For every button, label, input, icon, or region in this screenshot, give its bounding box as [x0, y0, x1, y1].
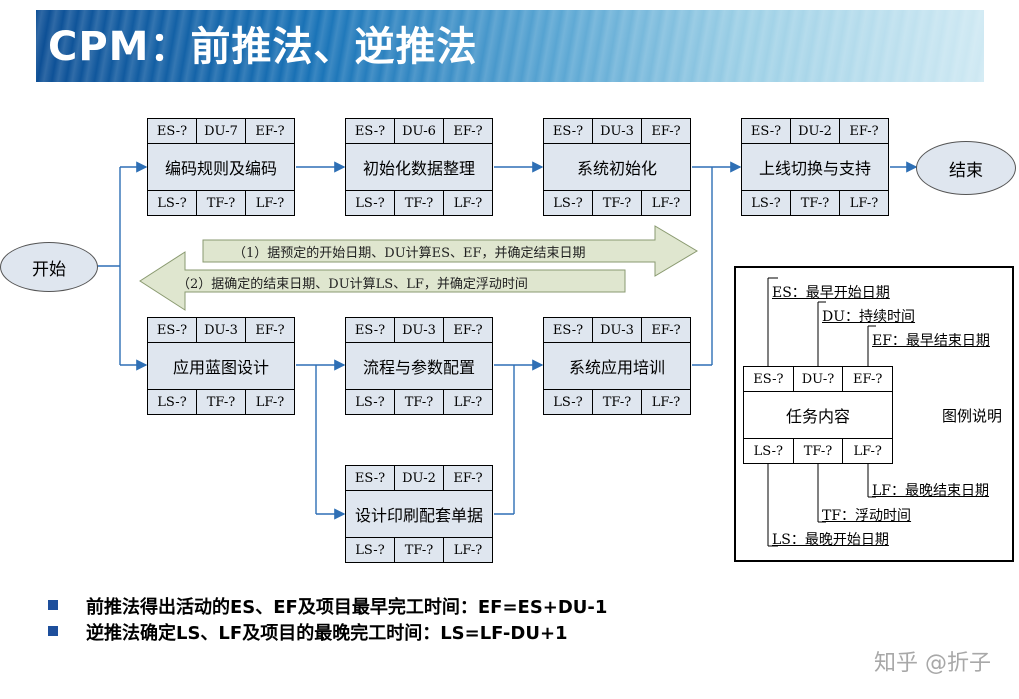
task-coding-rules: ES-?DU-7 EF-? 编码规则及编码 LS-?TF-? LF-? [147, 118, 295, 216]
bullet-forward: 前推法得出活动的ES、EF及项目最早完工时间：EF=ES+DU-1 [86, 597, 608, 618]
ls-cell: LS-? [744, 439, 794, 463]
title-banner [36, 10, 984, 82]
tf-cell: TF-? [395, 390, 444, 414]
backward-arrow [139, 251, 626, 311]
ls-cell: LS-? [742, 191, 791, 215]
ef-cell: EF-? [651, 322, 681, 338]
bullet-backward: 逆推法确定LS、LF及项目的最晚完工时间：LS=LF-DU+1 [86, 623, 568, 644]
page-title: CPM：前推法、逆推法 [48, 24, 478, 70]
ef-cell: EF-? [255, 123, 285, 139]
lf-cell: LF-? [853, 443, 882, 459]
es-cell: ES-? [544, 119, 593, 143]
du-cell: DU-2 [395, 466, 444, 490]
ls-cell: LS-? [346, 538, 395, 562]
task-process-config: ES-?DU-3 EF-? 流程与参数配置 LS-?TF-? LF-? [345, 317, 493, 415]
ef-cell: EF-? [453, 322, 483, 338]
forward-note: （1）据预定的开始日期、DU计算ES、EF，并确定结束日期 [233, 246, 586, 261]
task-name: 流程与参数配置 [362, 358, 475, 377]
task-name: 系统应用培训 [568, 358, 665, 377]
ls-cell: LS-? [544, 191, 593, 215]
ls-cell: LS-? [148, 191, 197, 215]
ls-cell: LS-? [148, 390, 197, 414]
task-training: ES-?DU-3 EF-? 系统应用培训 LS-?TF-? LF-? [543, 317, 691, 415]
legend-lf: LF：最晚结束日期 [872, 483, 990, 499]
du-cell: DU-3 [593, 318, 642, 342]
lf-cell: LF-? [453, 542, 483, 558]
lf-cell: LF-? [651, 195, 681, 211]
lf-cell: LF-? [453, 394, 483, 410]
tf-cell: TF-? [791, 191, 840, 215]
task-name: 初始化数据整理 [362, 159, 475, 178]
legend-ef: EF：最早结束日期 [872, 333, 990, 349]
es-cell: ES-? [346, 318, 395, 342]
task-init-data: ES-?DU-6 EF-? 初始化数据整理 LS-?TF-? LF-? [345, 118, 493, 216]
es-cell: ES-? [346, 119, 395, 143]
tf-cell: TF-? [593, 191, 642, 215]
lf-cell: LF-? [255, 195, 285, 211]
legend-es: ES：最早开始日期 [772, 285, 890, 301]
tf-cell: TF-? [197, 390, 246, 414]
task-name: 编码规则及编码 [164, 159, 277, 178]
lf-cell: LF-? [453, 195, 483, 211]
legend-ls: LS：最晚开始日期 [772, 532, 889, 548]
task-blueprint: ES-?DU-3 EF-? 应用蓝图设计 LS-?TF-? LF-? [147, 317, 295, 415]
tf-cell: TF-? [395, 538, 444, 562]
legend-du: DU：持续时间 [822, 309, 916, 325]
lf-cell: LF-? [255, 394, 285, 410]
du-cell: DU-2 [791, 119, 840, 143]
du-cell: DU-3 [395, 318, 444, 342]
tf-cell: TF-? [395, 191, 444, 215]
lf-cell: LF-? [651, 394, 681, 410]
task-name: 设计印刷配套单据 [354, 506, 483, 525]
es-cell: ES-? [148, 119, 197, 143]
legend-task-box: ES-?DU-? EF-? 任务内容 LS-?TF-? LF-? [743, 366, 893, 464]
du-cell: DU-7 [197, 119, 246, 143]
legend-tf: TF：浮动时间 [822, 508, 912, 524]
du-cell: DU-6 [395, 119, 444, 143]
forward-arrow [202, 225, 698, 277]
ls-cell: LS-? [346, 191, 395, 215]
lf-cell: LF-? [849, 195, 879, 211]
bullet-marker [48, 626, 58, 636]
task-name: 系统初始化 [576, 159, 657, 178]
task-name: 上线切换与支持 [758, 159, 871, 178]
tf-cell: TF-? [197, 191, 246, 215]
es-cell: ES-? [346, 466, 395, 490]
watermark: 知乎 @折子 [874, 651, 991, 676]
ef-cell: EF-? [849, 123, 879, 139]
ef-cell: EF-? [651, 123, 681, 139]
es-cell: ES-? [744, 367, 794, 391]
es-cell: ES-? [742, 119, 791, 143]
task-system-init: ES-?DU-3 EF-? 系统初始化 LS-?TF-? LF-? [543, 118, 691, 216]
ls-cell: LS-? [544, 390, 593, 414]
task-name: 任务内容 [785, 407, 850, 426]
ef-cell: EF-? [453, 123, 483, 139]
end-node: 结束 [916, 141, 1016, 195]
ef-cell: EF-? [255, 322, 285, 338]
task-go-live: ES-?DU-2 EF-? 上线切换与支持 LS-?TF-? LF-? [741, 118, 889, 216]
task-print-forms: ES-?DU-2 EF-? 设计印刷配套单据 LS-?TF-? LF-? [345, 465, 493, 563]
ef-cell: EF-? [853, 371, 883, 387]
task-name: 应用蓝图设计 [172, 358, 269, 377]
tf-cell: TF-? [794, 439, 844, 463]
bullet-marker [48, 600, 58, 610]
start-node: 开始 [0, 242, 98, 292]
es-cell: ES-? [148, 318, 197, 342]
ls-cell: LS-? [346, 390, 395, 414]
du-cell: DU-3 [593, 119, 642, 143]
es-cell: ES-? [544, 318, 593, 342]
backward-note: （2）据确定的结束日期、DU计算LS、LF，并确定浮动时间 [177, 277, 528, 292]
tf-cell: TF-? [593, 390, 642, 414]
legend-caption: 图例说明 [942, 407, 1003, 425]
ef-cell: EF-? [453, 470, 483, 486]
du-cell: DU-3 [197, 318, 246, 342]
du-cell: DU-? [794, 367, 844, 391]
